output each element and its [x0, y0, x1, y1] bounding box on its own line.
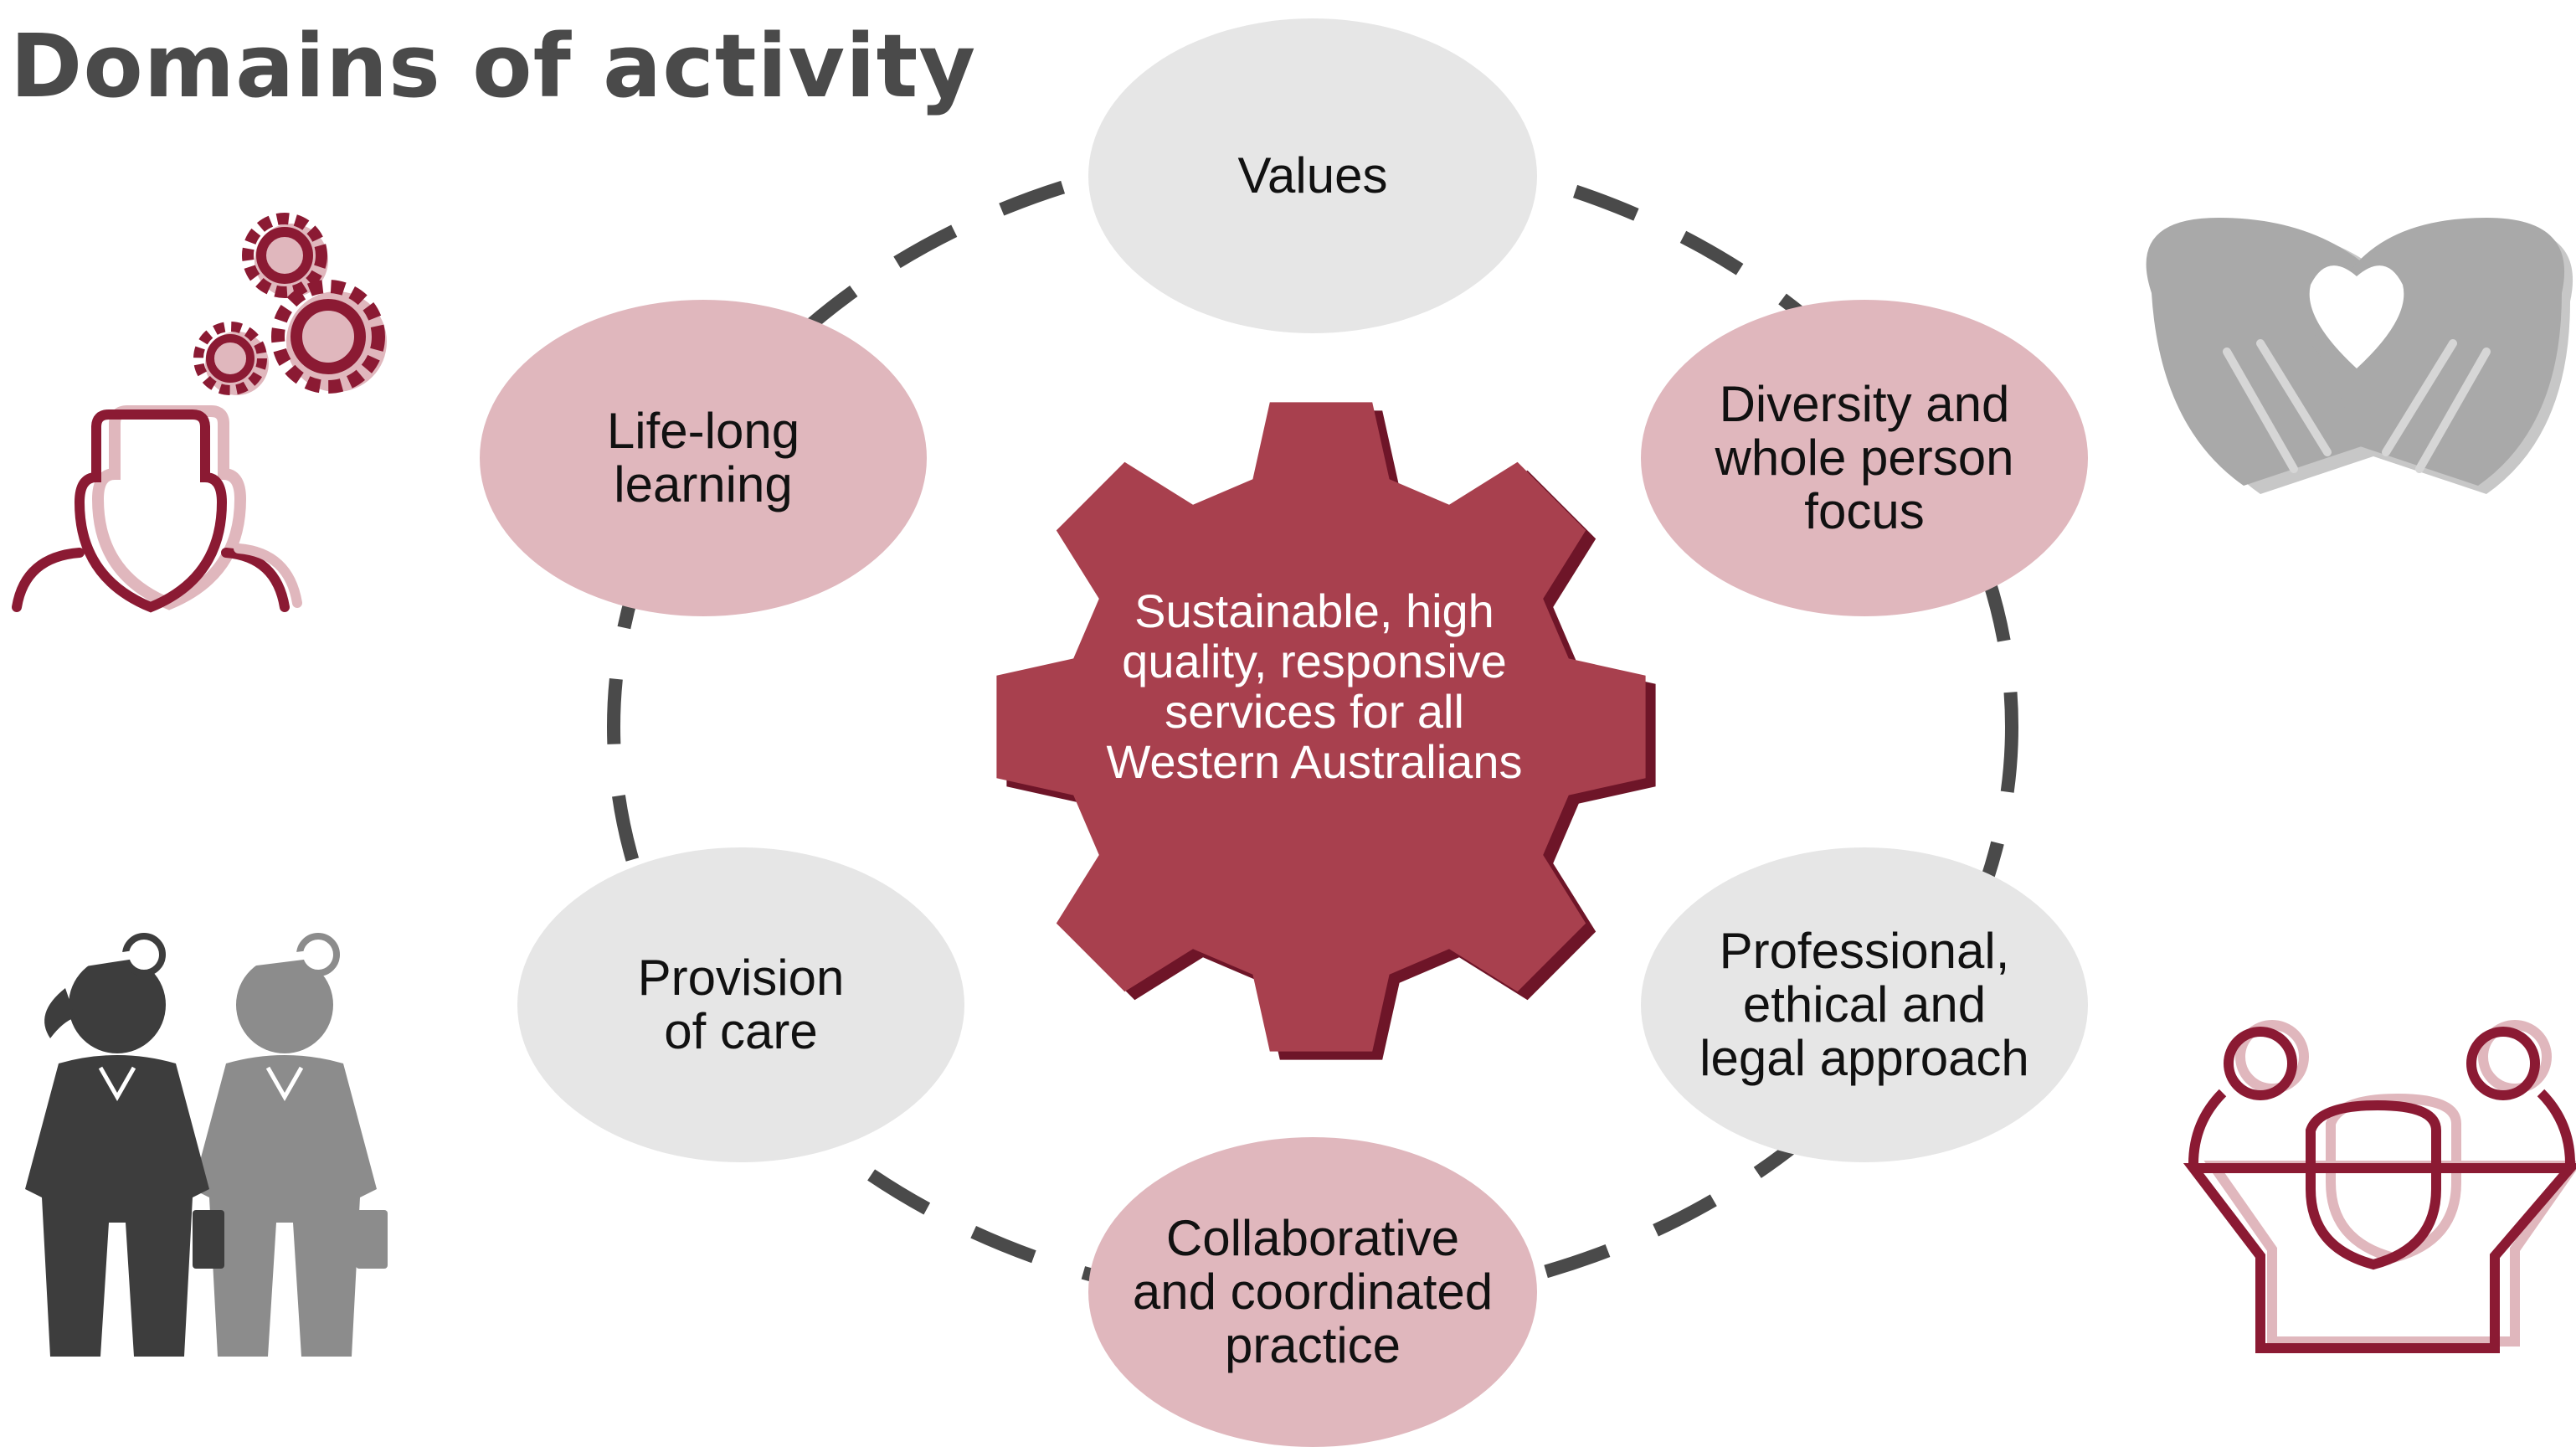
- domain-provision: Provision of care: [517, 847, 964, 1162]
- domain-label-line: ethical and: [1742, 976, 1987, 1032]
- domain-collaborative: Collaborative and coordinated practice: [1088, 1137, 1537, 1447]
- domain-label-line: learning: [614, 456, 793, 512]
- team-group-icon: [2183, 1020, 2576, 1353]
- page-title: Domains of activity: [10, 15, 977, 117]
- domain-values: Values: [1088, 18, 1537, 333]
- domain-label-line: Diversity and: [1719, 376, 2010, 432]
- domain-label-line: legal approach: [1699, 1030, 2029, 1086]
- domain-professional: Professional, ethical and legal approach: [1641, 847, 2088, 1162]
- domain-label-line: Values: [1237, 147, 1388, 203]
- central-goal-line: Sustainable, high: [1134, 584, 1494, 637]
- two-health-workers-icon: [25, 933, 388, 1357]
- domain-label-line: Life-long: [606, 403, 800, 459]
- person-with-gears-icon: [12, 213, 387, 613]
- domain-label-line: and coordinated: [1132, 1264, 1494, 1320]
- domain-lifelong: Life-long learning: [480, 300, 927, 616]
- domain-label-line: Professional,: [1719, 923, 2010, 979]
- dashed-cycle-ring: [607, 142, 2018, 1311]
- domain-label-line: practice: [1224, 1317, 1401, 1373]
- heart-hands-icon: [2146, 218, 2573, 494]
- domain-label-line: of care: [664, 1003, 818, 1059]
- domain-diversity: Diversity and whole person focus: [1641, 300, 2088, 616]
- domain-label-line: whole person: [1715, 430, 2014, 486]
- central-goal-line: services for all: [1165, 685, 1464, 738]
- central-goal-line: Western Australians: [1106, 735, 1523, 788]
- domain-label-line: focus: [1804, 483, 1925, 539]
- domain-label-line: Provision: [637, 950, 845, 1006]
- central-gear-icon: [996, 402, 1656, 1060]
- central-goal-line: quality, responsive: [1122, 635, 1507, 687]
- domain-label-line: Collaborative: [1165, 1210, 1460, 1266]
- central-goal-text: Sustainable, high quality, responsive se…: [1021, 586, 1607, 787]
